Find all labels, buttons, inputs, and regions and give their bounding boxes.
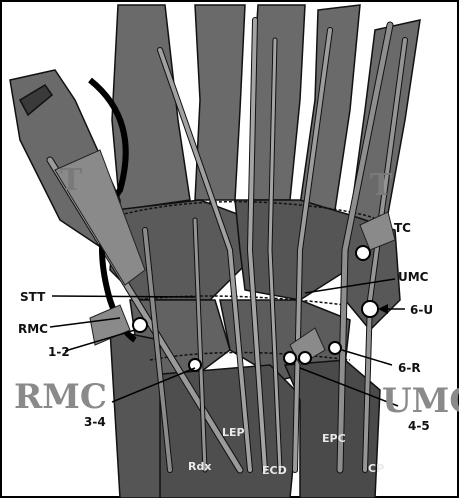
label-6-r: 6-R	[398, 361, 421, 375]
label-tc: TC	[394, 221, 411, 235]
label-4-5: 4-5	[408, 419, 430, 433]
label-stt: STT	[20, 290, 46, 304]
label-ecd: ECD	[262, 464, 287, 477]
label-1-2: 1-2	[48, 345, 70, 359]
label-lep: LEP	[222, 426, 245, 439]
label-rmc-big: RMC	[14, 377, 107, 417]
label-6-u: 6-U	[410, 303, 433, 317]
label-rdx: Rdx	[188, 460, 211, 473]
label-epc: EPC	[322, 432, 346, 445]
label-t-left-big: T	[60, 163, 83, 198]
label-umc-small: UMC	[398, 270, 429, 284]
label-umc-big: UMC	[382, 381, 459, 421]
label-3-4: 3-4	[84, 415, 106, 429]
label-rmc-small: RMC	[18, 322, 48, 336]
label-cp: CP	[368, 462, 384, 475]
label-t-right-big: T	[370, 168, 393, 203]
